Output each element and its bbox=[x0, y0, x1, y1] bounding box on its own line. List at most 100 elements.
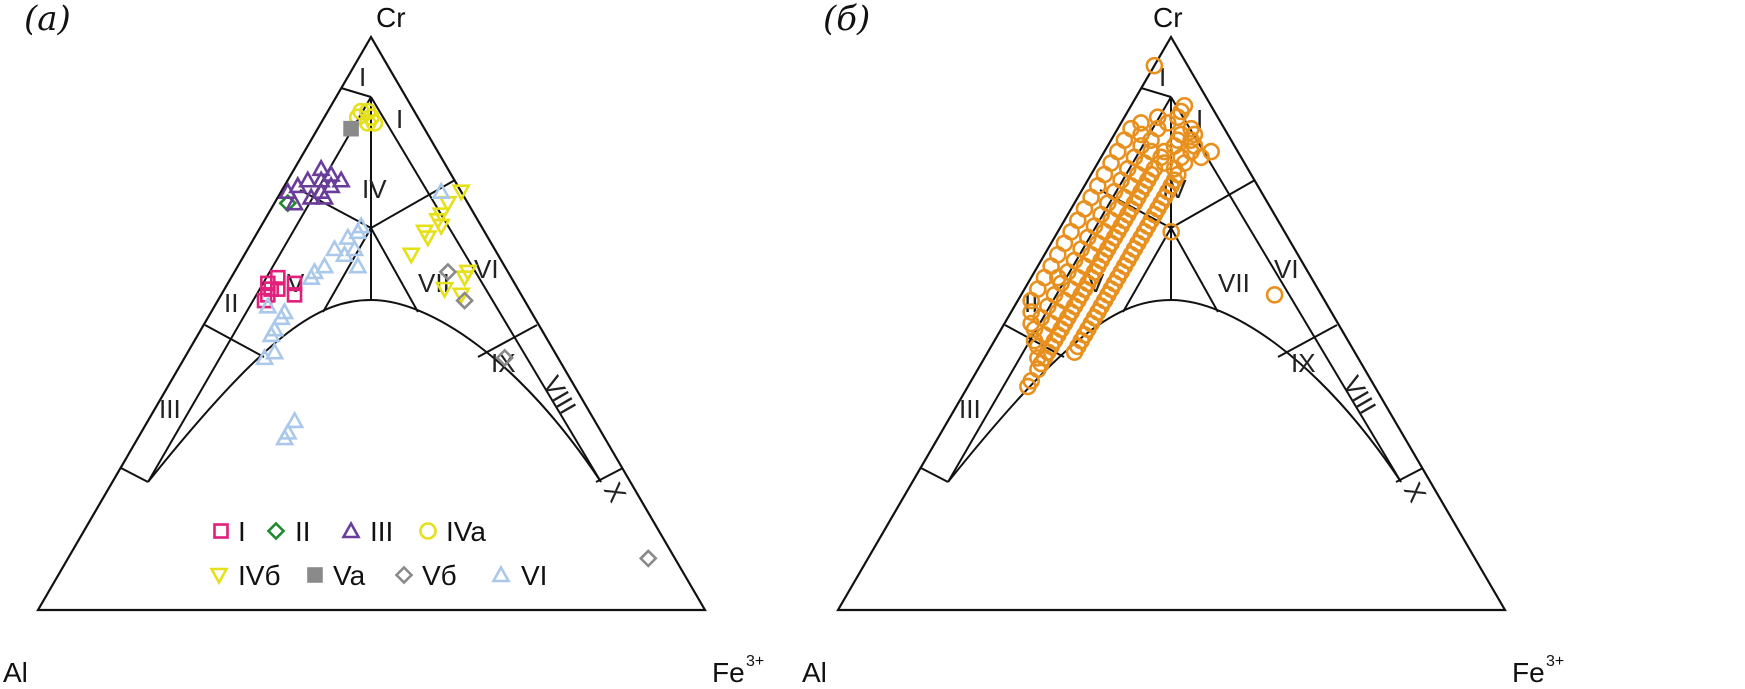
panel-b-line-iii-bottom bbox=[920, 467, 949, 483]
panel-b-point-129 bbox=[1182, 131, 1200, 149]
panel-a-point-vi-18 bbox=[314, 256, 335, 274]
panel-b-point-107 bbox=[1022, 303, 1040, 321]
panel-a-triangle bbox=[36, 34, 707, 612]
legend-label-vi: VI bbox=[521, 560, 547, 591]
panel-a-point-v-1 bbox=[455, 291, 474, 310]
panel-b-vertex-right: Fe bbox=[1512, 657, 1545, 688]
panel-a-point-iv-11 bbox=[434, 281, 455, 300]
panel-a-line-ii-iii bbox=[204, 324, 265, 358]
panel-a-point-vi-14 bbox=[254, 347, 275, 366]
panel-b-points bbox=[1019, 56, 1284, 396]
panel-b-point-153 bbox=[1049, 268, 1067, 287]
panel-a-point-i-5 bbox=[286, 287, 303, 303]
legend-marker-i bbox=[213, 523, 229, 539]
panel-b-point-49 bbox=[1148, 108, 1167, 127]
panel-a: (a) Cr Al Fe 3+ I bbox=[3, 0, 764, 688]
panel-b-field-vii: VII bbox=[1218, 268, 1250, 298]
panel-a-field-labels: I I II III IV V VI VII VIII IX X bbox=[159, 62, 633, 507]
panel-a-point-iii-5 bbox=[298, 170, 318, 188]
panel-b-point-90 bbox=[1025, 331, 1044, 350]
panel-a-point-iva-6 bbox=[352, 102, 370, 121]
panel-a-point-iii-10 bbox=[314, 187, 335, 205]
panel-b-field-i-right: I bbox=[1196, 104, 1203, 134]
panel-a-point-vi-20 bbox=[351, 215, 371, 234]
panel-b-field-x: X bbox=[1398, 477, 1433, 507]
legend-label-iva: IVa bbox=[446, 516, 486, 547]
panel-a-point-iv-4 bbox=[431, 218, 451, 237]
legend-label-vb: Vб bbox=[422, 560, 457, 591]
panel-b-point-108 bbox=[1022, 314, 1040, 333]
panel-b-field-i-top: I bbox=[1159, 62, 1166, 92]
panel-a-field-x: X bbox=[598, 477, 633, 507]
legend-marker-vi bbox=[491, 564, 511, 583]
panel-a-point-v-0 bbox=[438, 262, 458, 282]
panel-b-vertex-right-superscript: 3+ bbox=[1546, 653, 1564, 670]
panel-a-vertex-top: Cr bbox=[376, 2, 406, 33]
panel-b-point-106 bbox=[1022, 291, 1040, 310]
panel-b-line-vii-left bbox=[1122, 227, 1172, 313]
panel-a-point-vi-0 bbox=[431, 181, 451, 200]
panel-b: (б) Cr Al Fe 3+ I bbox=[802, 0, 1564, 688]
panel-a-point-i-6 bbox=[286, 275, 303, 292]
legend-markers bbox=[209, 520, 511, 586]
panel-a-point-iii-11 bbox=[311, 170, 331, 188]
legend-marker-va bbox=[307, 567, 323, 583]
panel-a-points bbox=[254, 102, 658, 568]
legend-marker-iii bbox=[341, 520, 361, 539]
panel-a-line-top-i bbox=[340, 87, 372, 98]
panel-a-point-i-7 bbox=[263, 281, 279, 297]
panel-b-field-ix: IX bbox=[1291, 348, 1316, 378]
panel-b-vertex-left: Al bbox=[802, 657, 827, 688]
legend-label-ii: II bbox=[295, 516, 311, 547]
panel-a-point-vi-19 bbox=[324, 238, 345, 257]
panel-a-point-iii-4 bbox=[301, 187, 321, 205]
panel-a-line-viii-x bbox=[595, 467, 624, 483]
panel-a-point-v-3 bbox=[638, 549, 658, 568]
panel-b-point-152 bbox=[1265, 286, 1284, 304]
panel-a-point-vi-10 bbox=[271, 307, 291, 326]
panel-b-point-48 bbox=[1019, 377, 1037, 396]
panel-a-vertex-right: Fe bbox=[712, 657, 745, 688]
panel-a-field-i-right: I bbox=[396, 104, 403, 134]
panel-a-field-boundaries bbox=[120, 87, 624, 483]
panel-a-field-viii: VIII bbox=[537, 371, 582, 420]
panel-b-point-151 bbox=[1162, 223, 1180, 241]
legend-marker-iv bbox=[209, 567, 229, 586]
panel-a-line-iii-bottom bbox=[120, 467, 149, 483]
legend-label-iii: III bbox=[370, 516, 393, 547]
panel-a-line-vii-left bbox=[322, 227, 372, 313]
panel-a-line-vi-ix bbox=[477, 324, 538, 358]
panel-b-line-vii-right bbox=[1170, 227, 1219, 313]
panel-a-legend: I II III IVa IVб Va Vб VI bbox=[209, 516, 547, 591]
panel-b-triangle bbox=[836, 34, 1507, 612]
panel-b-line-inner-right bbox=[1170, 96, 1402, 483]
panel-a-vertex-left: Al bbox=[3, 657, 28, 688]
panel-b-line-viii-x bbox=[1395, 467, 1424, 483]
panel-a-point-iii-6 bbox=[288, 175, 308, 194]
panel-a-point-iii-7 bbox=[278, 181, 298, 200]
panel-a-label: (a) bbox=[24, 0, 71, 39]
panel-a-field-vi: VI bbox=[474, 254, 499, 284]
panel-a-line-inner-left bbox=[147, 96, 372, 483]
panel-b-field-labels: I I II III IV V VI VII VIII IX X bbox=[959, 62, 1433, 507]
panel-b-point-70 bbox=[1029, 349, 1047, 367]
panel-a-point-vi-7 bbox=[301, 267, 321, 285]
panel-a-point-iv-0 bbox=[451, 184, 471, 202]
panel-a-vertex-right-superscript: 3+ bbox=[746, 653, 764, 670]
panel-a-field-iii: III bbox=[159, 394, 181, 424]
panel-b-line-vi-ix bbox=[1277, 324, 1338, 358]
panel-b-field-vi: VI bbox=[1274, 254, 1299, 284]
panel-a-point-vi-13 bbox=[264, 341, 285, 360]
panel-b-field-viii: VIII bbox=[1337, 371, 1382, 420]
panel-a-point-iii-9 bbox=[284, 192, 305, 211]
panel-b-field-iii: III bbox=[959, 394, 981, 424]
panel-a-line-inner-right bbox=[370, 96, 602, 483]
panel-a-line-vii-right bbox=[370, 227, 419, 313]
panel-a-point-vi-5 bbox=[348, 256, 368, 274]
legend-label-va: Va bbox=[333, 560, 366, 591]
panel-a-point-vi-12 bbox=[261, 324, 281, 343]
legend-label-ivb: IVб bbox=[238, 560, 281, 591]
panel-a-point-vi-8 bbox=[258, 296, 278, 314]
panel-a-field-ii: II bbox=[224, 288, 238, 318]
